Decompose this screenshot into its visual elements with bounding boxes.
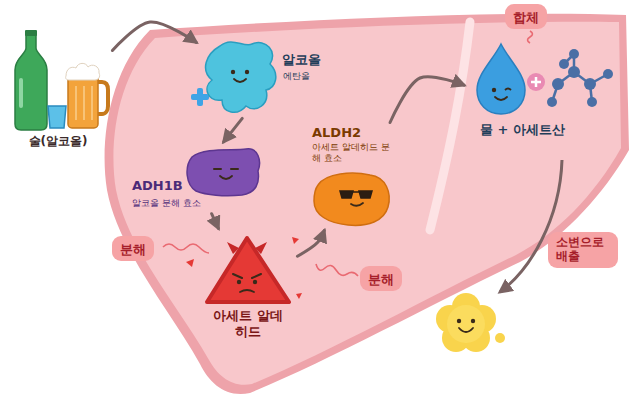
enzyme-description: 알코올 분해 효소: [132, 198, 201, 209]
product-label: 물 + 아세트산: [480, 122, 565, 138]
enzyme-name: ADH1B: [132, 178, 183, 194]
excretion-arrow: [500, 160, 562, 292]
molecule-atom: [547, 97, 557, 107]
character-face: [492, 88, 511, 100]
acetaldehyde-character: 아세트 알데히드: [200, 232, 295, 350]
process-badge: 분해: [112, 236, 154, 261]
molecule-atom: [587, 97, 597, 107]
molecule-atom: [603, 69, 613, 79]
aldh2-character: ALDH2아세트 알데히드 분해 효소: [310, 125, 398, 227]
character-face: [231, 70, 249, 82]
character-face: [233, 274, 261, 292]
character-figure: [468, 42, 618, 154]
flow-arrow: [224, 118, 243, 142]
character-name: 아세트 알데히드: [212, 308, 284, 339]
badge-text: 소변으로 배출: [556, 235, 610, 264]
character-face: [214, 169, 238, 179]
acetic-acid-molecule: [547, 49, 613, 107]
character-figure: [8, 30, 108, 152]
badge-text: 분해: [368, 272, 394, 288]
aldh2-blob: [314, 173, 389, 225]
flower-face: [436, 293, 505, 352]
water-acetic-acid: 물 + 아세트산: [468, 42, 618, 154]
squiggle-line: [528, 31, 533, 43]
adh1b-character: ADH1B 알코올 분해 효소: [130, 145, 260, 211]
soju-bottle: [15, 30, 47, 130]
molecule-atom: [568, 66, 580, 78]
character-face: [340, 191, 372, 206]
character-subtitle: 에탄올: [283, 71, 310, 82]
water-drop: [477, 44, 525, 114]
process-badge: 합체: [505, 4, 547, 29]
molecule-atom: [559, 59, 569, 69]
drink-label: 술(알코올): [8, 134, 108, 148]
squiggle-line: [163, 244, 209, 253]
plus-badge: [527, 73, 545, 91]
process-badge: 소변으로 배출: [548, 232, 618, 268]
molecule-atom: [584, 78, 596, 90]
plus-sign: [191, 88, 209, 106]
liver-body: [113, 22, 621, 385]
drinks-illustration: 술(알코올): [8, 30, 110, 152]
flow-arrow: [212, 214, 219, 229]
flow-arrow: [390, 77, 464, 123]
acetaldehyde-triangle: [207, 238, 289, 302]
process-badge: 분해: [360, 266, 402, 291]
flow-arrow: [297, 231, 324, 257]
alcohol-character: 알코올에탄올: [200, 38, 350, 116]
flow-arrow: [112, 22, 196, 51]
shot-glass: [48, 106, 66, 128]
liver-rim: [105, 14, 629, 394]
beer-mug: [66, 63, 108, 128]
character-name: 알코올: [282, 52, 321, 68]
character-figure: [310, 125, 398, 227]
character-figure: [200, 38, 350, 116]
adh1b-blob: [187, 149, 259, 196]
enzyme-name: ALDH2: [312, 125, 361, 141]
alcohol-blob: [206, 42, 276, 112]
badge-text: 분해: [120, 242, 146, 258]
enzyme-description: 아세트 알데히드 분해 효소: [312, 142, 394, 164]
molecule-atom: [569, 49, 579, 59]
molecule-atom: [552, 78, 564, 90]
squiggle-line: [316, 264, 358, 276]
liver-ligament: [430, 22, 470, 230]
badge-text: 합체: [513, 10, 539, 26]
